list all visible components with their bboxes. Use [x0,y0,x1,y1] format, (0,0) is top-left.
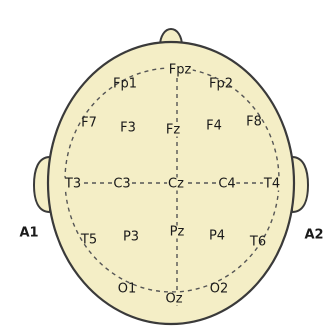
electrode-fp1: Fp1 [113,78,137,91]
electrode-f4: F4 [206,120,222,133]
electrode-o1: O1 [118,283,137,296]
electrode-f3: F3 [120,122,136,135]
electrode-fpz: Fpz [168,64,193,77]
electrode-p4: P4 [209,230,225,243]
electrode-fz: Fz [165,124,181,137]
electrode-c4: C4 [217,178,236,191]
electrode-t5: T5 [81,234,97,247]
electrode-t6: T6 [250,236,266,249]
electrode-fp2: Fp2 [209,78,233,91]
ear-label-a1: A1 [19,227,38,240]
electrode-f7: F7 [81,117,97,130]
electrode-c3: C3 [112,178,131,191]
electrode-p3: P3 [123,231,139,244]
electrode-cz: Cz [167,178,185,191]
electrode-t3: T3 [64,178,82,191]
electrode-o2: O2 [210,283,229,296]
electrode-oz: Oz [164,293,183,306]
electrode-t4: T4 [263,178,281,191]
electrode-f8: F8 [246,116,262,129]
ear-label-a2: A2 [304,229,323,242]
electrode-pz: Pz [169,226,186,239]
